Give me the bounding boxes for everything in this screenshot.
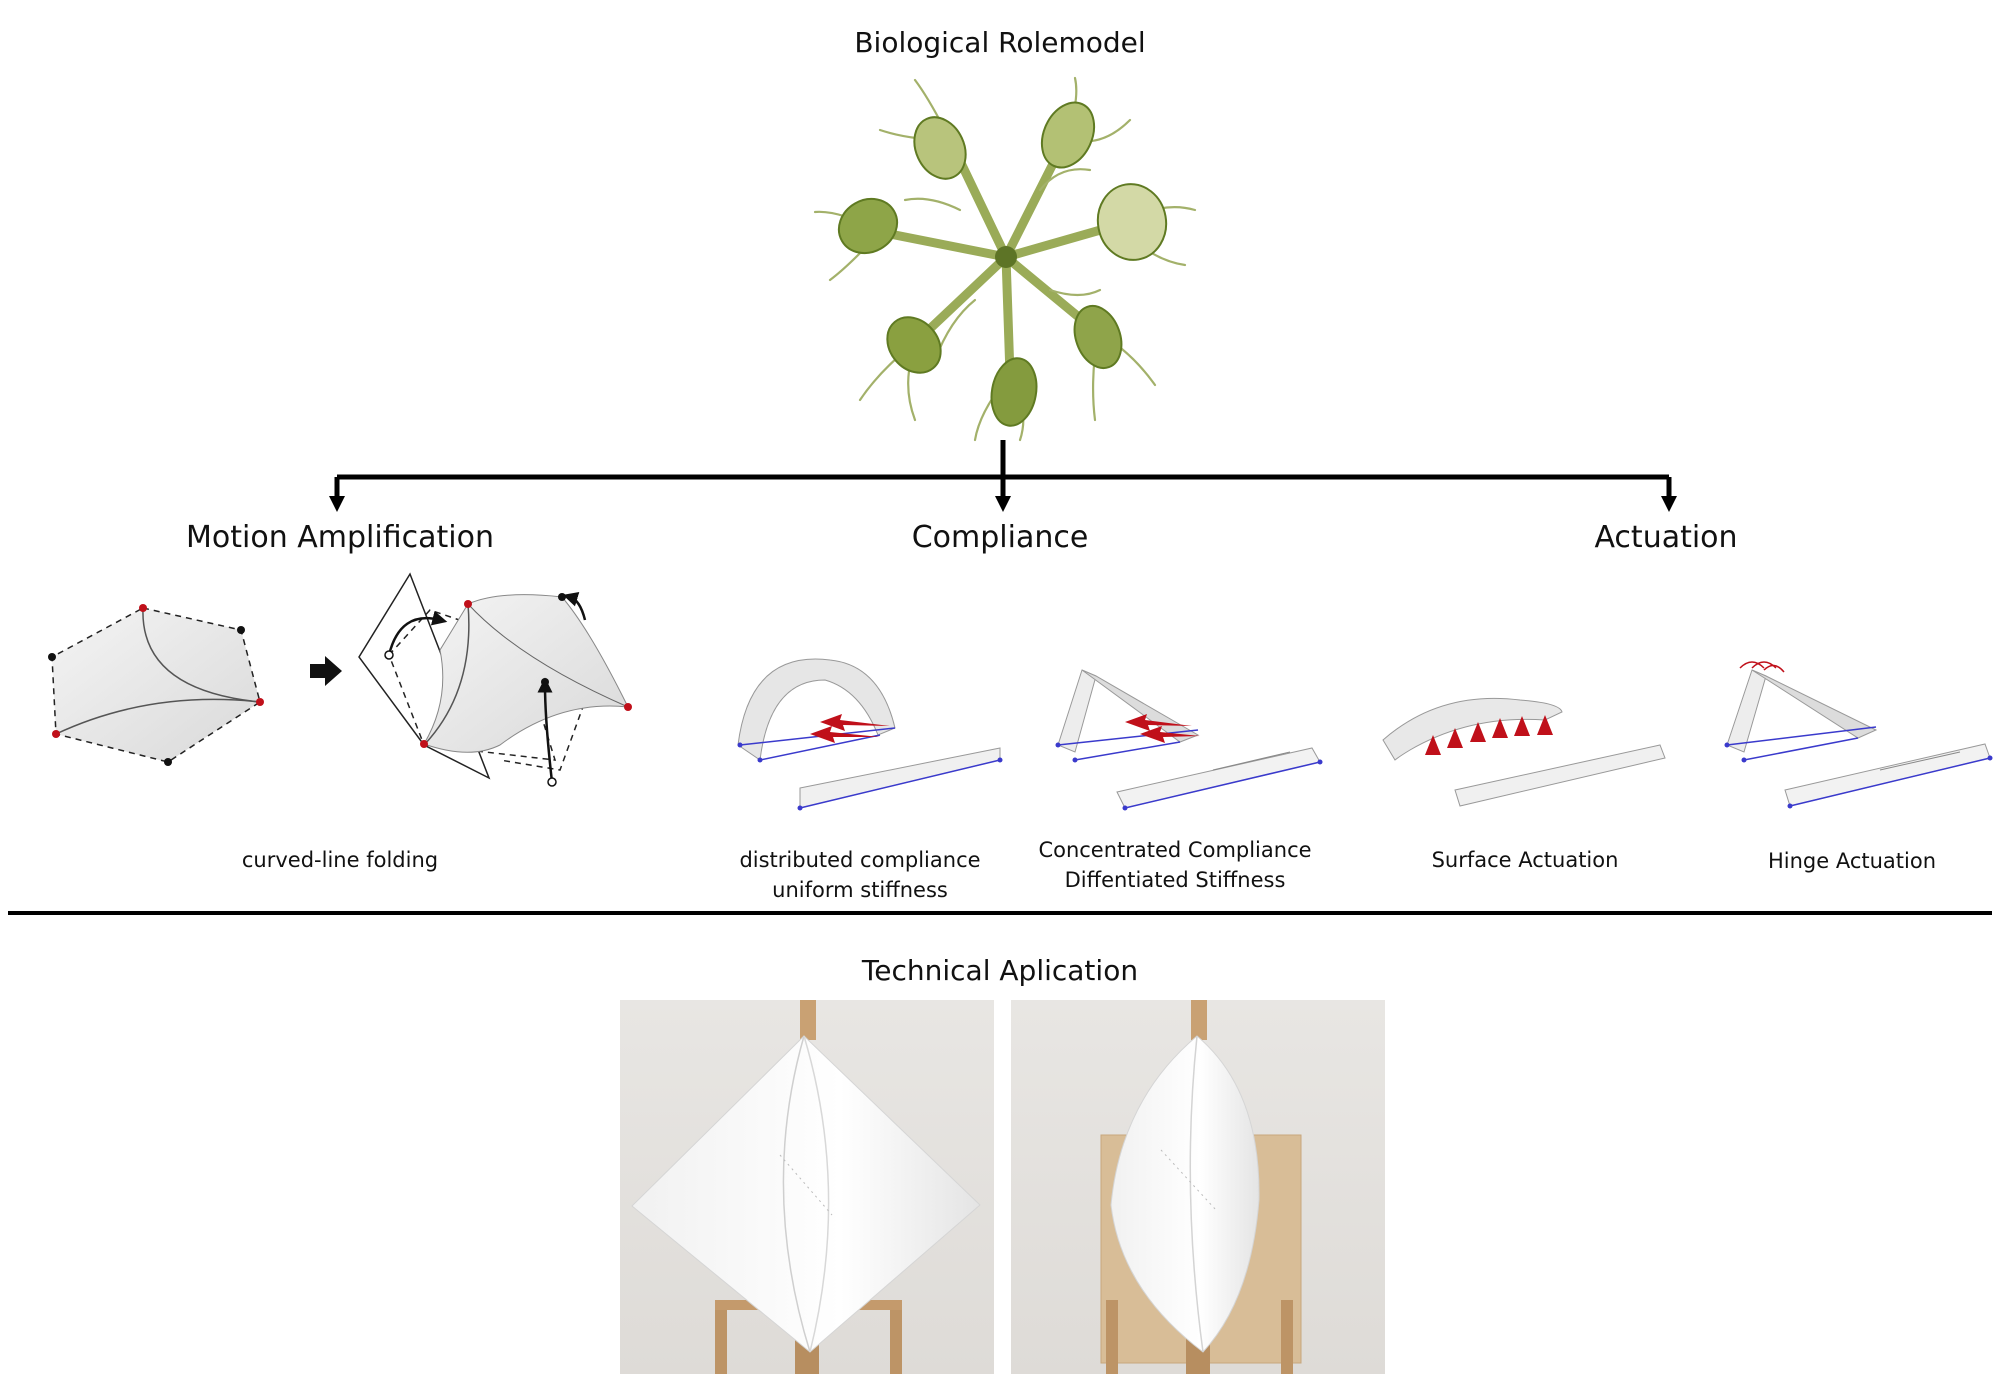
arrow-down-icon	[1661, 496, 1677, 512]
caption-curved-line-folding: curved-line folding	[241, 848, 439, 872]
caption-distributed-line-1: distributed compliance	[739, 848, 981, 872]
hierarchy-bracket	[334, 440, 1672, 498]
bracket-arrowheads	[329, 496, 1677, 512]
distributed-compliance-diagram	[737, 658, 1003, 811]
caption-distributed-line-2: uniform stiffness	[772, 878, 948, 902]
branch-motion-amplification-label: Motion Amplification	[186, 520, 494, 555]
caption-surface-actuation: Surface Actuation	[1431, 848, 1619, 872]
transform-arrow-icon	[310, 656, 342, 686]
biological-plant-image	[813, 76, 1197, 442]
caption-distributed-compliance: distributed compliance uniform stiffness	[710, 845, 1010, 905]
caption-concentrated-compliance: Concentrated Compliance Diffentiated Sti…	[1015, 835, 1335, 895]
branch-actuation-label: Actuation	[1594, 520, 1738, 555]
caption-concentrated-line-1: Concentrated Compliance	[1038, 838, 1312, 862]
biological-rolemodel-title: Biological Rolemodel	[854, 26, 1146, 59]
caption-hinge-actuation: Hinge Actuation	[1767, 849, 1937, 873]
curved-fold-flat-diagram	[48, 604, 264, 766]
technical-photo-open	[620, 1000, 994, 1374]
caption-concentrated-line-2: Diffentiated Stiffness	[1064, 868, 1286, 892]
plant-traps	[837, 101, 1168, 427]
surface-force-arrows	[1425, 715, 1553, 755]
technical-photo-closed	[1011, 1000, 1385, 1374]
arrow-down-icon	[995, 496, 1011, 512]
hinge-rotation-arrows	[1739, 661, 1785, 673]
concentrated-compliance-diagram	[1055, 669, 1323, 811]
arrow-down-icon	[329, 496, 345, 512]
hinge-actuation-diagram	[1724, 661, 1993, 809]
branch-compliance-label: Compliance	[911, 520, 1089, 555]
surface-actuation-diagram	[1382, 697, 1666, 807]
plant-center	[995, 246, 1017, 268]
technical-application-title: Technical Aplication	[861, 954, 1139, 987]
curved-fold-folded-diagram	[358, 572, 632, 787]
